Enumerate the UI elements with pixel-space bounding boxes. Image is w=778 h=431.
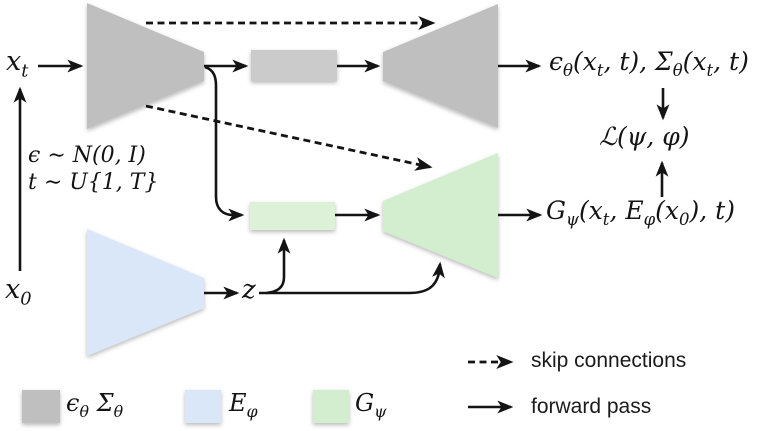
legend-skip-label: skip connections	[531, 349, 687, 372]
legend-teacher-label: ϵθ Σθ	[66, 389, 124, 421]
z-to-decoder-arrow	[259, 261, 445, 295]
x0-label: x0	[5, 274, 32, 310]
z-to-bottleneck-arrow	[265, 237, 291, 295]
timestep-annotation: t ∼ U{1, T}	[28, 170, 159, 195]
z-label: z	[242, 275, 256, 305]
generator-bottleneck-shape	[250, 202, 335, 230]
skip-connection-mid-arrow	[145, 104, 433, 171]
legend-forward-label: forward pass	[531, 395, 652, 418]
teacher-bottleneck-shape	[251, 50, 337, 81]
loss-label: ℒ(ψ, φ)	[599, 122, 690, 151]
xt-label: xt	[6, 46, 29, 82]
xt-to-generator-branch-arrow	[204, 65, 245, 222]
legend-encoder-swatch	[185, 390, 221, 423]
legend-teacher-swatch	[22, 390, 60, 423]
image-encoder-shape	[87, 229, 204, 356]
legend-generator-label: Gψ	[355, 389, 387, 421]
noise-annotation: ϵ ∼ N(0, I)	[28, 143, 146, 168]
legend-encoder-label: Eφ	[229, 389, 258, 421]
legend-generator-swatch	[313, 390, 349, 423]
teacher-decoder-shape	[383, 4, 498, 128]
generator-decoder-shape	[383, 153, 498, 278]
student-output-label: Gψ(xt, Eφ(x0), t)	[546, 196, 735, 229]
teacher-output-label: ϵθ(xt, t), Σθ(xt, t)	[549, 47, 749, 80]
teacher-encoder-shape	[87, 3, 204, 129]
